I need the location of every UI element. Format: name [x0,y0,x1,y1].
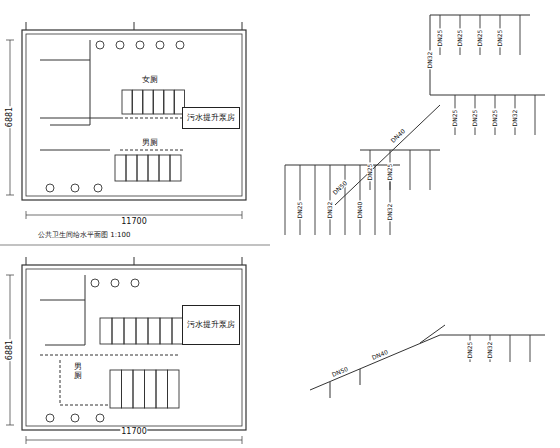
riser-pipe [410,150,411,190]
toilet-stall [159,155,170,181]
toilet-stall [110,370,122,408]
pipe-size: DN40 [389,127,407,144]
partition [40,118,120,150]
room-name: 污水提升泵房 [187,114,235,123]
riser-pipe [510,335,511,362]
room-name: 女厕 [141,76,159,84]
toilet-stall [133,370,145,408]
pipe-size: DN25 [367,163,373,182]
toilet-stall [115,155,126,181]
pipe-size: DN40 [357,201,363,220]
fixture [46,184,54,192]
toilet-stall [133,90,143,114]
dimension-line [6,40,242,219]
toilet-stall [112,318,124,344]
partition [40,40,90,125]
toilet-stall [156,370,168,408]
pipe-size: DN40 [370,349,390,362]
plan-wall [26,34,242,196]
pipe [120,118,185,150]
toilet-stall [137,155,148,181]
riser-pipe [375,165,376,235]
fixture [96,414,104,422]
pipe-main [310,325,545,398]
riser-pipe [530,335,531,362]
fixture [176,41,184,49]
partition [40,275,85,345]
fixture [91,279,99,287]
fixture [46,414,54,422]
pipe-size: DN25 [437,29,443,48]
wall-stub [26,22,242,30]
toilet-stall [136,318,148,344]
fixture [71,414,79,422]
riser-pipe [535,95,536,135]
pipe-size: DN25 [387,163,393,182]
toilet-stall [145,370,157,408]
toilet-stall [122,370,134,408]
dimension-line [6,275,242,444]
toilet-stall [143,90,153,114]
pipe-size: DN25 [497,29,503,48]
toilet-stall [100,318,112,344]
toilet-stall [160,318,172,344]
pipe-size: DN32 [512,109,518,128]
room-name: 男厕 [73,363,83,381]
fixture [96,41,104,49]
fixture [136,41,144,49]
dimension-text: 6881 [6,339,14,361]
pipe-size: DN25 [492,109,498,128]
riser-pipe [285,165,286,235]
pipe-size: DN50 [330,366,350,379]
pipe-size: DN25 [457,29,463,48]
pipe-size: DN25 [467,341,473,360]
plan-wall [22,30,246,200]
dimension-text: 6881 [6,106,14,128]
pipe-size: DN32 [387,203,393,222]
toilet-stall [170,155,181,181]
riser-pipe [315,165,316,235]
pipe-size: DN25 [452,109,458,128]
pipe-size: DN25 [477,29,483,48]
riser-pipe [430,150,431,190]
toilet-stall [154,90,164,114]
fixture [111,279,119,287]
room-name: 男厕 [141,139,159,147]
toilet-stall [148,318,160,344]
wall-stub [26,257,242,265]
pump-room-box: 污水提升泵房 [182,305,240,345]
dimension-text: 11700 [120,428,147,436]
fixture [71,184,79,192]
toilet-stall [122,90,132,114]
fixture [94,184,102,192]
pipe-size: DN32 [427,51,433,70]
room-name: 污水提升泵房 [187,321,235,330]
riser-pipe [345,165,346,235]
toilet-stall [164,90,174,114]
toilet-stall [124,318,136,344]
pipe-main [285,15,545,205]
pipe-size: DN32 [487,341,493,360]
riser-pipe [520,15,521,55]
plan-wall [22,265,246,430]
pipe-size: DN32 [327,201,333,220]
plan-wall [26,269,242,426]
toilet-stall [168,370,180,408]
fixture [156,41,164,49]
fixture [131,279,139,287]
dimension-text: 11700 [120,218,147,226]
fixture [116,41,124,49]
toilet-stall [148,155,159,181]
drawing-caption: 公共卫生间给水平面图 1:100 [38,232,130,239]
pipe-size: DN25 [472,109,478,128]
toilet-stall [126,155,137,181]
pipe-size: DN25 [297,201,303,220]
pump-room-box: 污水提升泵房 [182,107,240,129]
sheet-divider [0,245,270,246]
